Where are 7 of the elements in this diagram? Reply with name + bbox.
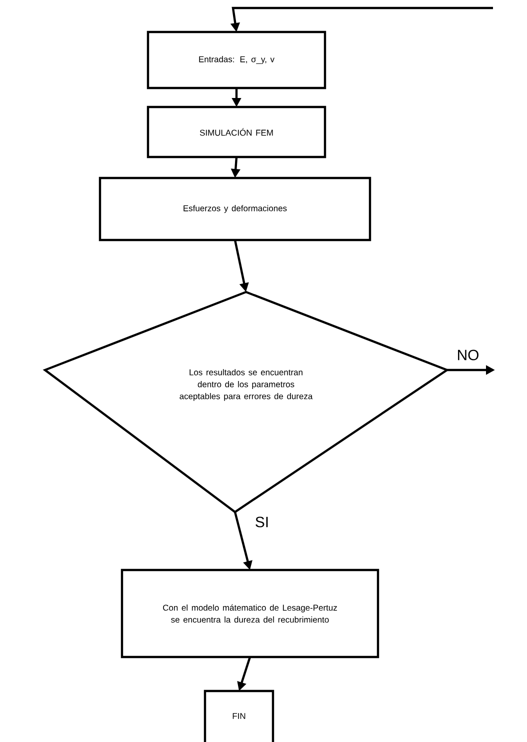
process-box: Esfuerzos y deformaciones <box>98 176 372 242</box>
process-box: SIMULACIÓN FEM <box>146 106 326 158</box>
process-box: Con el modelo mátematico de Lesage-Pertuz se encuentra la dureza del recubrimiento <box>120 568 380 658</box>
process-box: Entradas: E, σ_y, v <box>146 30 326 90</box>
edge-label: NO <box>456 348 480 362</box>
end-box: FIN <box>204 690 274 742</box>
edge-label: SI <box>254 516 270 528</box>
